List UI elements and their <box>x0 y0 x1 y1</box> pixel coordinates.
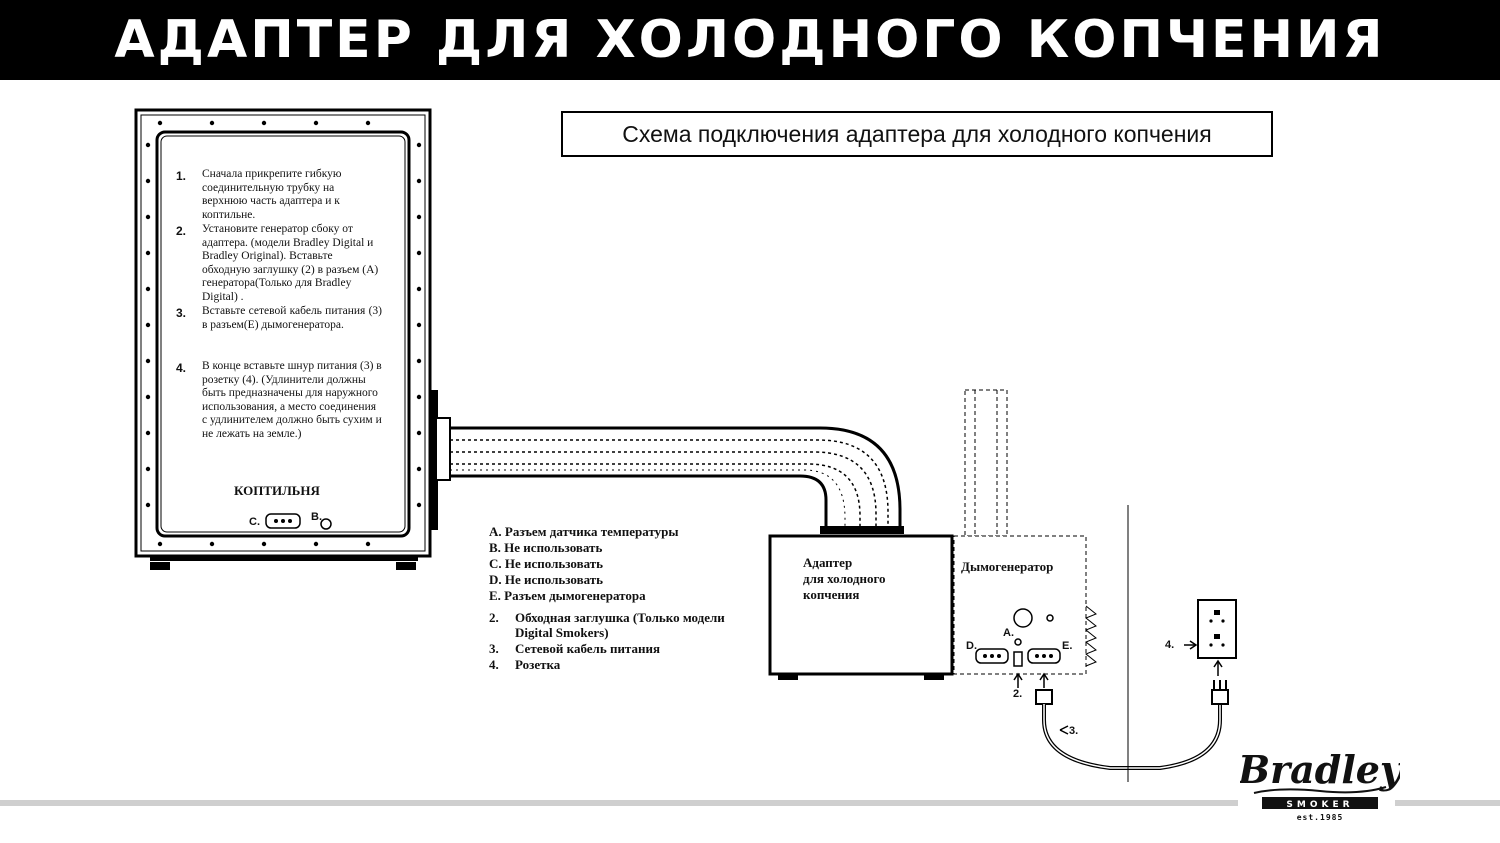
instruction-4-text: В конце вставьте шнур питания (3) в розе… <box>202 360 382 440</box>
callout-4: 4. <box>1165 639 1175 651</box>
legend-item-b: B. Не использовать <box>489 540 603 555</box>
footer-line-right <box>1395 800 1500 806</box>
instruction-1-number: 1. <box>176 169 187 183</box>
generator-port-d <box>975 648 1009 664</box>
svg-text:est.1985: est.1985 <box>1297 813 1344 822</box>
svg-text:SMOKER: SMOKER <box>1286 800 1353 810</box>
smoker-port-b-label: B. <box>311 511 322 523</box>
generator-label: Дымогенератор <box>961 559 1054 574</box>
legend-item-2: 2. Обходная заглушка (Только модели <box>489 610 725 625</box>
smoke-generator <box>953 389 1097 675</box>
generator-port-d-label: D. <box>966 640 977 652</box>
smoker-port-c <box>265 513 301 529</box>
generator-port-e-label: E. <box>1062 640 1073 652</box>
smoker-port-b <box>320 518 332 530</box>
legend-item-4: 4. Розетка <box>489 657 561 672</box>
legend-item-d: D. Не использовать <box>489 572 604 587</box>
smoker-port-c-label: C. <box>249 516 260 528</box>
legend-item-3: 3. Сетевой кабель питания <box>489 641 660 656</box>
svg-text:Bradley: Bradley <box>1240 747 1400 792</box>
scheme-title-box: Схема подключения адаптера для холодного… <box>561 111 1273 157</box>
flexible-pipe <box>435 417 904 534</box>
callout-2: 2. <box>1013 688 1023 700</box>
generator-port-e <box>1027 648 1061 664</box>
smoker-cabinet <box>134 108 438 570</box>
instruction-3-number: 3. <box>176 306 187 320</box>
bradley-smoker-logo: Bradley SMOKER est.1985 <box>1240 747 1400 822</box>
legend-item-2-cont: Digital Smokers) <box>489 625 609 640</box>
legend-item-e: E. Разъем дымогенератора <box>489 588 646 603</box>
instruction-2-text: Установите генератор сбоку от адаптера. … <box>202 223 379 303</box>
callout-3: 3. <box>1069 725 1079 737</box>
smoker-label: КОПТИЛЬНЯ <box>234 483 320 498</box>
instruction-4-number: 4. <box>176 361 187 375</box>
page-title: АДАПТЕР ДЛЯ ХОЛОДНОГО КОПЧЕНИЯ <box>114 10 1386 70</box>
legend-item-c: C. Не использовать <box>489 556 604 571</box>
cold-smoke-adapter <box>768 534 954 680</box>
footer-line-left <box>0 800 1238 806</box>
adapter-label-line-3: копчения <box>803 587 860 602</box>
generator-port-a-label: A. <box>1003 627 1014 639</box>
legend-item-a: A. Разъем датчика температуры <box>489 524 679 539</box>
title-bar <box>0 0 1500 80</box>
wall-outlet <box>1184 599 1237 676</box>
adapter-label-line-1: Адаптер <box>803 555 853 570</box>
adapter-label-line-2: для холодного <box>803 571 886 586</box>
instruction-2-number: 2. <box>176 224 187 238</box>
instruction-1-text: Сначала прикрепите гибкую соединительную… <box>202 168 342 221</box>
power-cable <box>1013 672 1229 770</box>
instruction-3-text: Вставьте сетевой кабель питания (3) в ра… <box>202 305 382 331</box>
